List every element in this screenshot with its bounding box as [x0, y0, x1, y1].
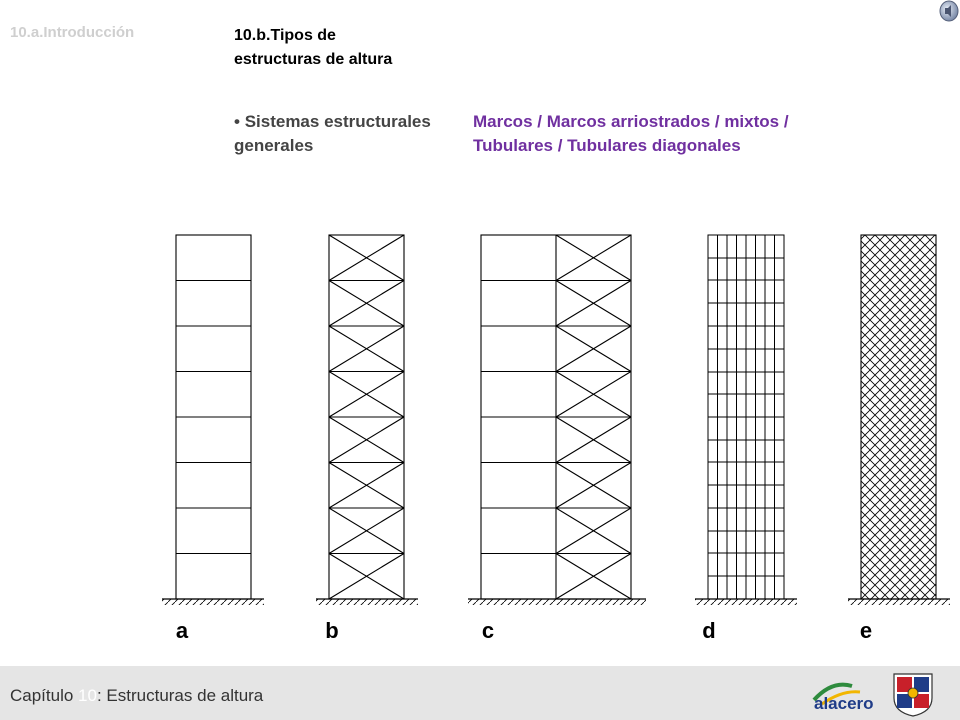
label-b: b: [325, 618, 338, 643]
footer-bar: Capítulo 10: Estructuras de altura alace…: [0, 666, 960, 720]
label-e: e: [860, 618, 872, 643]
label-a: a: [176, 618, 189, 643]
bullet-dot: •: [234, 112, 245, 131]
chapter-number: 10: [78, 686, 97, 705]
label-c: c: [482, 618, 494, 643]
nav-current-line2: estructuras de altura: [234, 51, 393, 68]
chapter-prefix: Capítulo: [10, 686, 79, 705]
nav-current-section: 10.b.Tipos de estructuras de altura: [234, 24, 392, 72]
frame-d-tube: [707, 234, 785, 600]
nav-current-line1: 10.b.Tipos de: [234, 27, 336, 44]
systems-line1: Marcos / Marcos arriostrados / mixtos /: [473, 112, 789, 131]
frame-b-braced: [328, 234, 405, 600]
nav-link-introduccion[interactable]: 10.a.Introducción: [10, 24, 135, 41]
label-d: d: [702, 618, 715, 643]
systems-line2: Tubulares / Tubulares diagonales: [473, 136, 741, 155]
bullet-item: • Sistemas estructurales generales: [234, 110, 474, 158]
speaker-icon[interactable]: [938, 0, 960, 22]
bullet-line2: generales: [234, 136, 314, 155]
university-crest-logo: [893, 673, 933, 717]
chapter-title: Capítulo 10: Estructuras de altura: [10, 686, 263, 706]
chapter-suffix: : Estructuras de altura: [96, 686, 264, 705]
frame-e-diagonal-tube: [860, 234, 937, 600]
frame-c-mixed: [480, 234, 632, 600]
alacero-logo-text: alacero: [814, 694, 874, 712]
alacero-logo: alacero: [812, 682, 874, 712]
frame-a-rigid: [175, 234, 252, 600]
systems-list: Marcos / Marcos arriostrados / mixtos / …: [473, 110, 863, 158]
bullet-line1: Sistemas estructurales: [244, 112, 431, 131]
